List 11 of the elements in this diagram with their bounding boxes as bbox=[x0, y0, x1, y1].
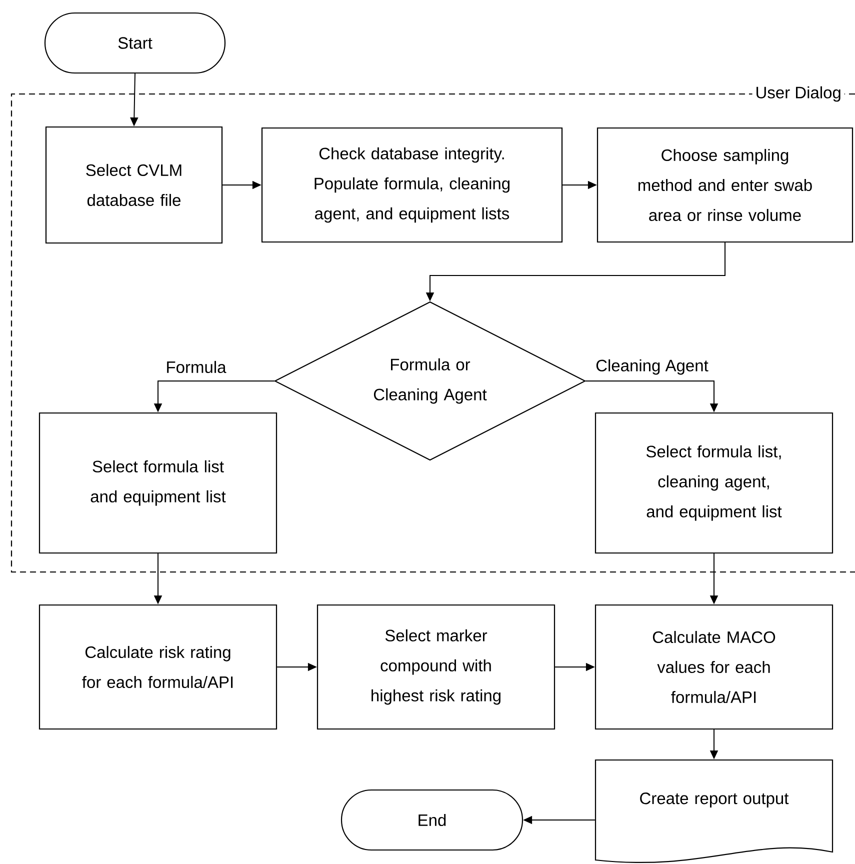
process-box: Select CVLM database file bbox=[45, 126, 223, 244]
process-box: Choose sampling method and enter swab area or rinse volume bbox=[596, 127, 854, 243]
node-label: User Dialog bbox=[756, 86, 840, 102]
process-box: Calculate risk rating for each formula/API bbox=[38, 604, 278, 730]
process-box: Select formula list and equipment list bbox=[38, 412, 278, 554]
process-box: Check database integrity. Populate formula, cleaning agent, and equipment lists bbox=[261, 127, 563, 243]
edge-label: Formula bbox=[164, 358, 228, 376]
process-box: Select formula list, cleaning agent, and equipment list bbox=[594, 412, 834, 554]
edge-label: Cleaning Agent bbox=[594, 357, 710, 377]
process-box: Select marker compound with highest risk rating bbox=[316, 604, 556, 730]
process-box: Calculate MACO values for each formula/API bbox=[594, 604, 834, 730]
